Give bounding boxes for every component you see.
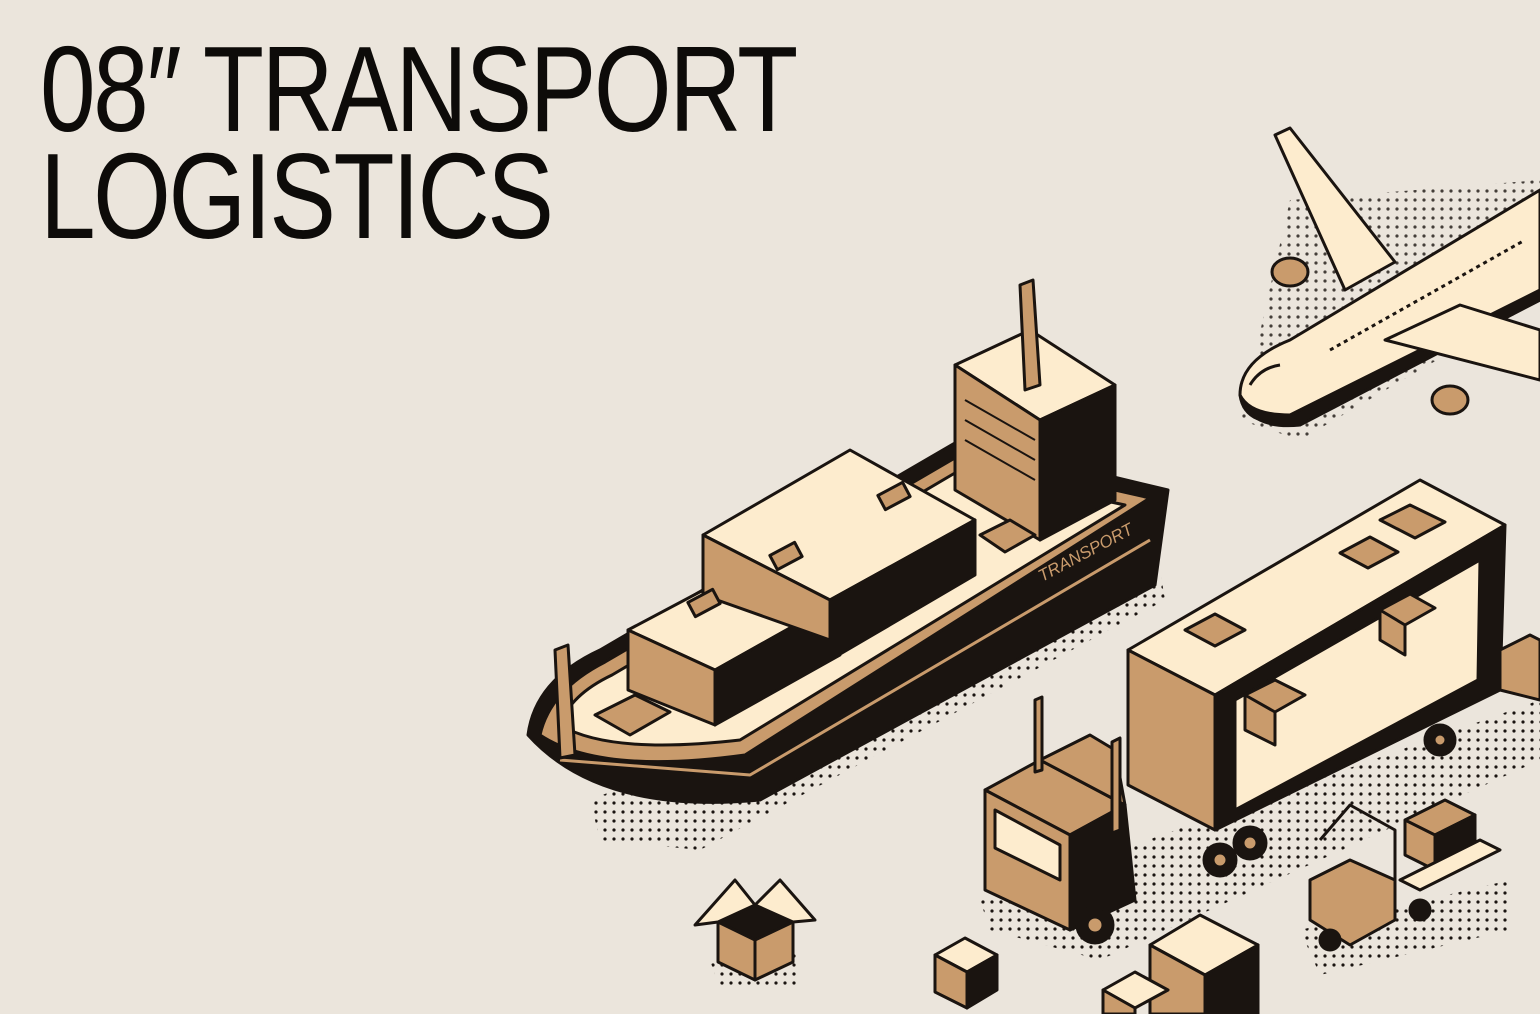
forklift xyxy=(1308,798,1502,952)
title-line-1: 08″ TRANSPORT xyxy=(40,21,798,157)
page-title: 08″ TRANSPORT LOGISTICS xyxy=(40,21,798,264)
cardboard-boxes xyxy=(693,633,1540,1014)
tower-windows xyxy=(964,399,1036,481)
semi-truck xyxy=(983,478,1507,945)
title-line-2: LOGISTICS xyxy=(40,128,554,264)
airplane xyxy=(1238,126,1540,428)
cargo-ship xyxy=(526,278,1170,804)
